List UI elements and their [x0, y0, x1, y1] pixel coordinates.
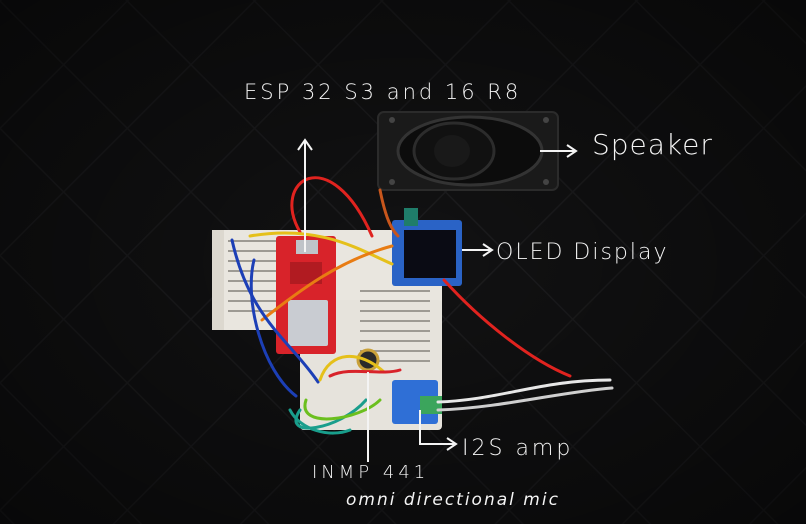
annotation-arrows	[297, 138, 578, 462]
i2s-amp-board	[392, 380, 442, 424]
speaker-label: Speaker	[592, 128, 713, 161]
mic-description-label: omni directional mic	[346, 490, 560, 510]
esp32-board	[276, 236, 336, 354]
amp-label: I2S amp	[462, 436, 574, 461]
oled-label: OLED Display	[496, 240, 669, 265]
esp32-label: ESP 32 S3 and 16 R8	[244, 80, 522, 104]
wires	[230, 176, 614, 435]
mic-label: INMP 441	[312, 462, 430, 483]
oled-display	[392, 208, 462, 286]
speaker	[377, 111, 559, 191]
